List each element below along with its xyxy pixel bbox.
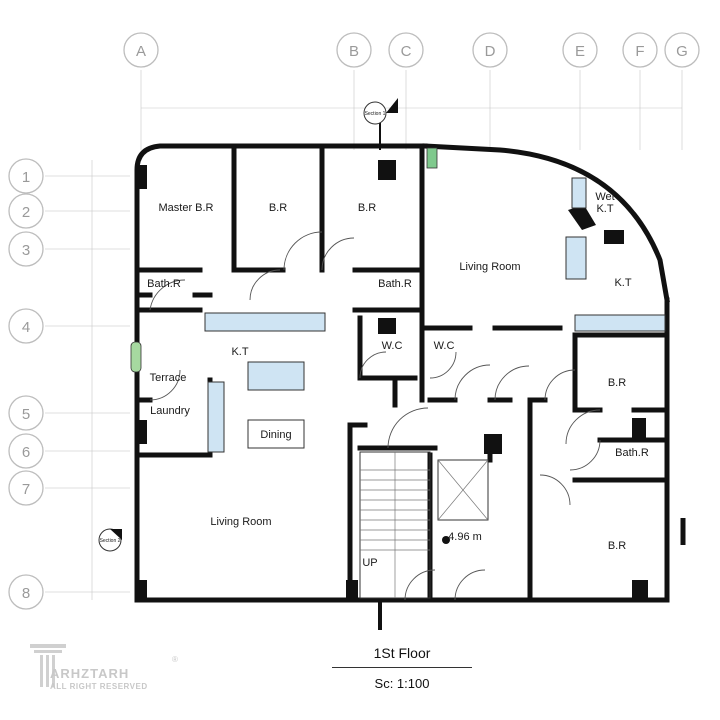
- logo-registered: ®: [172, 655, 178, 664]
- staircase: [359, 451, 431, 599]
- room-label-br-1: B.R: [269, 202, 287, 214]
- structural-columns: [137, 160, 648, 600]
- grid-row-label: 5: [22, 406, 30, 423]
- door-swings: [149, 231, 601, 601]
- room-label-dining: Dining: [260, 429, 291, 441]
- room-label-living-room-lower: Living Room: [210, 516, 271, 528]
- grid-row-label: 4: [22, 319, 30, 336]
- grid-row-label: 1: [22, 169, 30, 186]
- room-label-br-4: B.R: [608, 540, 626, 552]
- drawing-caption: 1St Floor Sc: 1:100: [332, 645, 472, 691]
- room-label-terrace: Terrace: [150, 372, 187, 384]
- room-label-bath-r-left: Bath.R: [147, 278, 181, 290]
- grid-col-label: G: [676, 43, 688, 60]
- room-label-master-br: Master B.R: [158, 202, 213, 214]
- grid-row-label: 3: [22, 242, 30, 259]
- room-label-kt-left: K.T: [231, 346, 248, 358]
- grid-col-label: A: [136, 43, 146, 60]
- elevator-shaft: [437, 459, 489, 521]
- section-1-label: Section 1: [365, 111, 386, 117]
- grid-col-label: C: [401, 43, 412, 60]
- section-marker-2: Section 2: [98, 518, 686, 552]
- grid-row-label: 6: [22, 444, 30, 461]
- dining-table: [247, 419, 305, 449]
- section-marker-1: Section 1: [363, 98, 398, 630]
- logo-mark-icon: [30, 644, 66, 687]
- logo-name: ARHZTARH: [50, 666, 130, 681]
- grid-col-label: B: [349, 43, 359, 60]
- kitchen-counters: [130, 147, 666, 453]
- grid-col-label: D: [485, 43, 496, 60]
- elevator-marker-icon: [442, 536, 450, 544]
- room-label-bath-r-right: Bath.R: [615, 447, 649, 459]
- grid-column-markers: A B C D E F G: [123, 32, 700, 68]
- elevator-dimension: 4.96 m: [448, 531, 482, 543]
- room-label-br-3: B.R: [608, 377, 626, 389]
- grid-row-label: 2: [22, 204, 30, 221]
- arhztarh-logo: [28, 640, 188, 692]
- room-label-living-room-upper: Living Room: [459, 261, 520, 273]
- grid-row-markers: 1 2 3 4 5 6 7 8: [8, 158, 44, 610]
- room-label-laundry: Laundry: [150, 405, 190, 417]
- grid-col-label: E: [575, 43, 585, 60]
- room-label-bath-r-mid: Bath.R: [378, 278, 412, 290]
- grid-lines: [45, 70, 683, 600]
- section-2-label: Section 2: [100, 538, 121, 544]
- scale-label: Sc: 1:100: [374, 676, 430, 691]
- grid-col-label: F: [635, 43, 644, 60]
- logo-tagline: ALL RIGHT RESERVED: [50, 682, 148, 691]
- grid-row-label: 7: [22, 481, 30, 498]
- floor-title: 1St Floor: [332, 645, 472, 668]
- grid-row-label: 8: [22, 585, 30, 602]
- room-label-wc-1: W.C: [382, 340, 403, 352]
- stair-up-label: UP: [362, 557, 377, 569]
- interior-walls: [134, 145, 670, 603]
- room-label-kt-right: K.T: [614, 277, 631, 289]
- room-label-wc-2: W.C: [434, 340, 455, 352]
- room-label-br-2: B.R: [358, 202, 376, 214]
